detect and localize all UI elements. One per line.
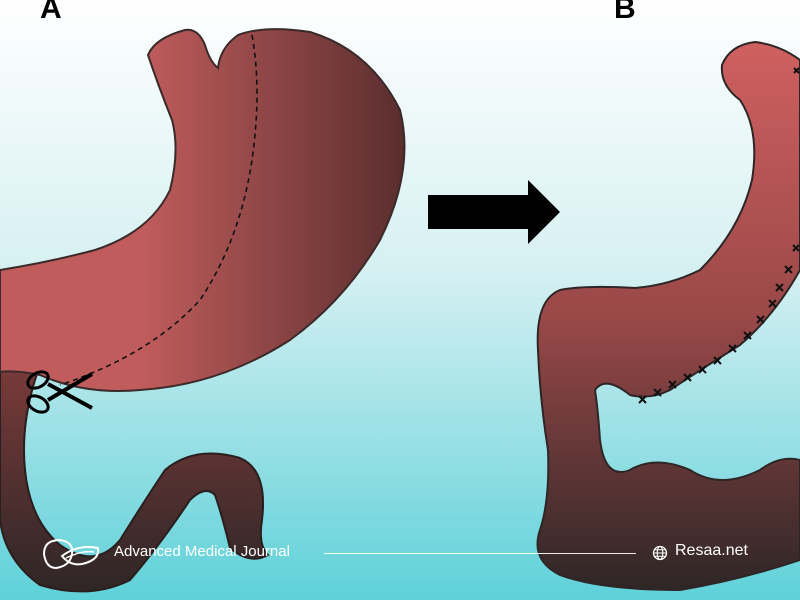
stomach-b [536, 40, 800, 592]
site-link[interactable]: Resaa.net [675, 542, 748, 559]
footer-divider [324, 553, 636, 554]
globe-icon [652, 545, 668, 561]
scissors-icon [26, 370, 94, 414]
journal-name: Advanced Medical Journal [114, 543, 290, 560]
staple-line [638, 67, 800, 404]
stomach-body-a [0, 28, 406, 392]
stomach-logo-icon [42, 538, 100, 570]
arrow-icon [428, 180, 560, 244]
cut-line [59, 34, 258, 386]
stomach-a [0, 28, 406, 593]
sleeve-body-b [536, 40, 800, 592]
panel-b-label: B [614, 0, 636, 25]
footer-bar: Advanced Medical Journal Resaa.net [0, 532, 800, 572]
panel-a-label: A [40, 0, 62, 25]
duodenum-a [0, 363, 270, 593]
